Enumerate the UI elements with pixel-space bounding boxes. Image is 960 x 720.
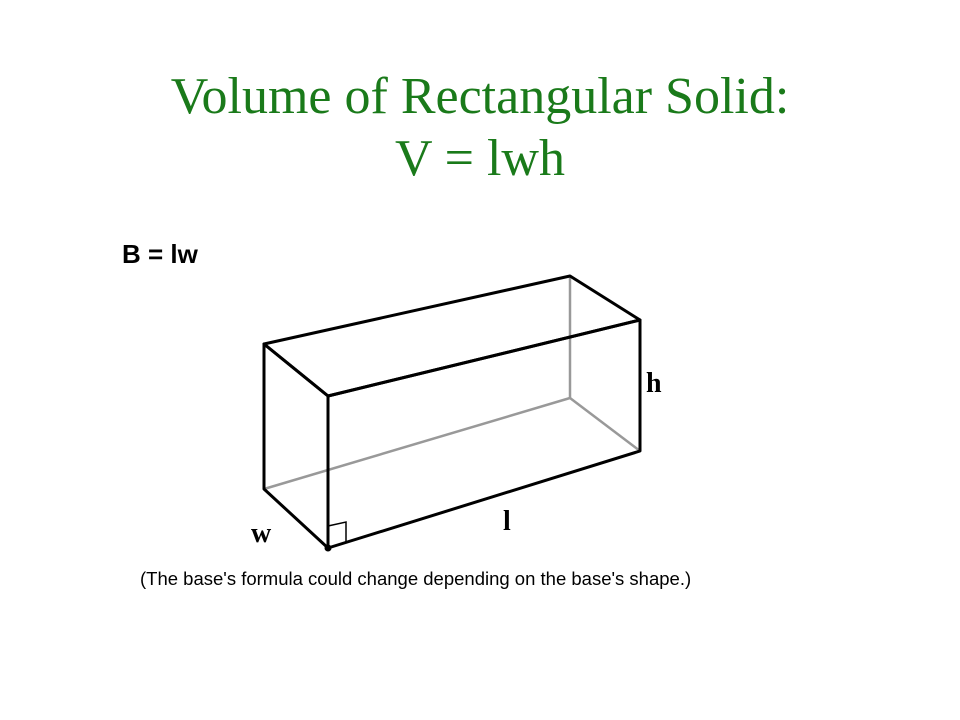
top-face [262,274,642,398]
front-face [326,318,642,550]
base-formula-label: B = lw [122,239,199,269]
length-label: l [503,506,511,537]
slide-title-line2: V = lwh [395,130,565,187]
visible-edges [262,274,642,550]
hidden-edges [263,276,641,491]
vertex-dot [324,544,332,552]
width-label: w [251,518,272,549]
left-face [262,342,330,550]
slide-title: Volume of Rectangular Solid: V = lwh [0,66,960,190]
caption-text: (The base's formula could change dependi… [140,568,691,589]
slide-title-line1: Volume of Rectangular Solid: [170,68,790,125]
right-angle-marker [327,521,347,543]
hidden-edge-back-bottom [263,396,571,491]
height-label: h [646,368,662,399]
hidden-edge-back-depth [569,397,641,452]
